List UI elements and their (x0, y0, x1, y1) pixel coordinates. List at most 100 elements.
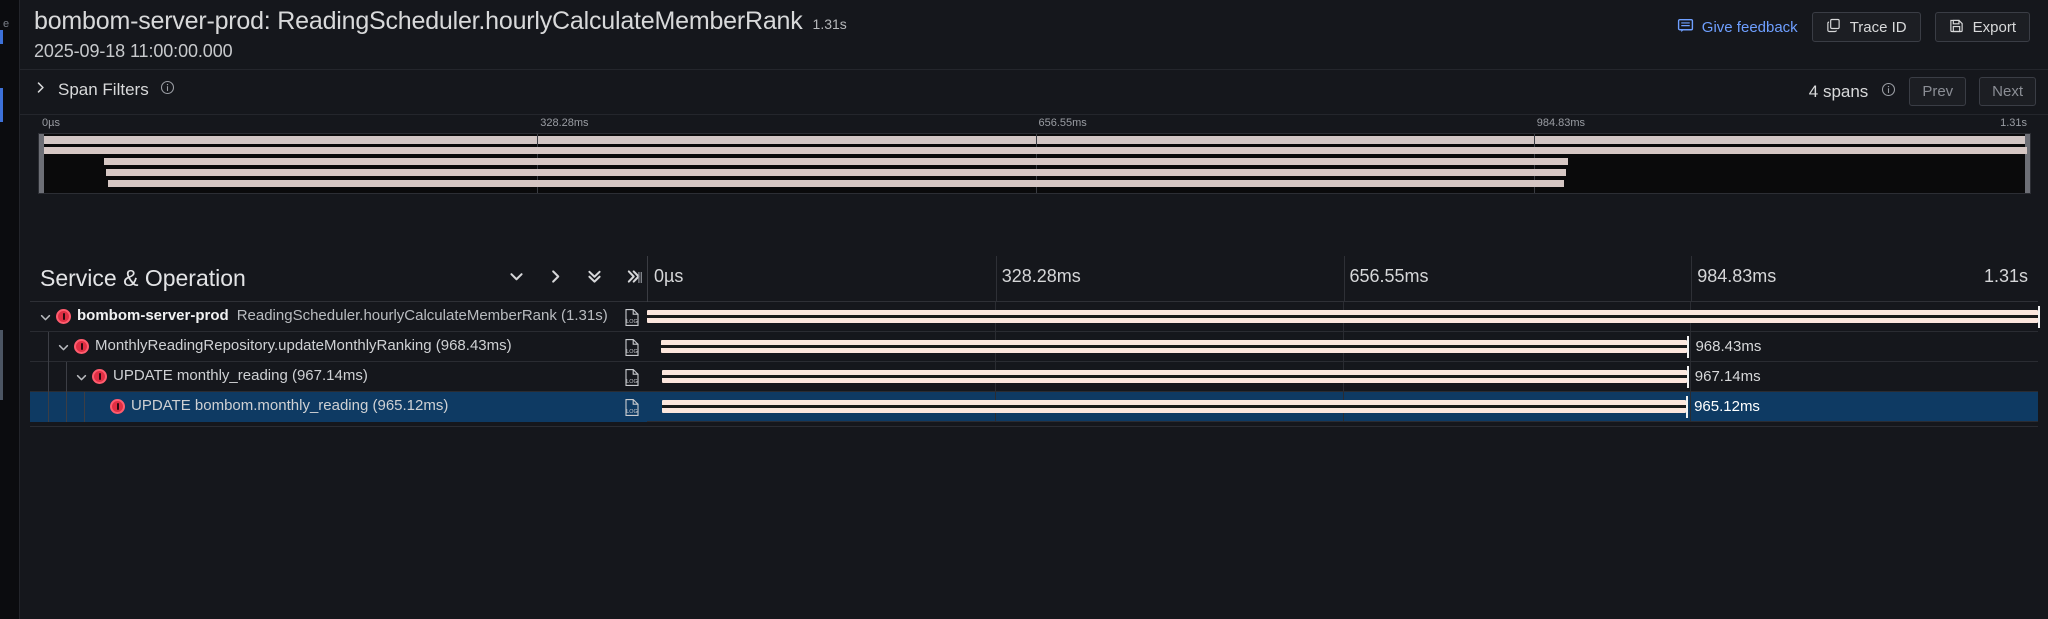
span-row[interactable]: MonthlyReadingRepository.updateMonthlyRa… (30, 332, 2038, 362)
minimap-span-bar (104, 158, 1568, 165)
span-row-timeline-cell[interactable]: 968.43ms (647, 332, 2038, 362)
chevron-down-icon[interactable] (56, 340, 70, 354)
info-circle-icon[interactable] (160, 80, 175, 100)
span-row-label-cell[interactable]: UPDATE bombom.monthly_reading (965.12ms)… (30, 392, 647, 422)
span-row-timeline-cell[interactable] (647, 302, 2040, 332)
span-duration-bar[interactable] (660, 340, 1688, 353)
timeline-tick-0: 0µs (654, 266, 684, 286)
minimap-drag-handle-left[interactable] (39, 134, 44, 193)
span-bar-end-tick (1687, 336, 1690, 358)
depth-guide-line (48, 362, 49, 392)
span-filters-label: Span Filters (58, 80, 149, 99)
timeline-gridline (1691, 256, 1693, 302)
timeline-tick-2: 656.55ms (1349, 266, 1429, 286)
span-filters-toggle[interactable]: Span Filters (34, 80, 175, 100)
log-file-icon[interactable]: LOG (623, 308, 641, 327)
span-row[interactable]: UPDATE monthly_reading (967.14ms) LOG 967.… (30, 362, 2038, 392)
minimap-viewport-strip[interactable] (44, 136, 2025, 144)
span-operation-name: UPDATE monthly_reading (967.14ms) (113, 367, 368, 384)
depth-guide-line (66, 392, 67, 422)
minimap-span-bar (44, 147, 2027, 154)
timeline-gridline (1690, 332, 1692, 362)
trace-id-button[interactable]: Trace ID (1811, 12, 1921, 42)
depth-guide-line (84, 392, 85, 422)
span-operation-name: MonthlyReadingRepository.updateMonthlyRa… (95, 337, 512, 354)
error-circle-icon (56, 309, 71, 324)
export-button[interactable]: Export (1934, 12, 2030, 42)
minimap-tick-2: 656.55ms (1038, 117, 1087, 129)
timeline-tick-4: 1.31s (1983, 266, 2028, 286)
comment-icon (1677, 17, 1694, 38)
double-chevron-right-icon[interactable] (625, 268, 642, 285)
span-bar-inner-line (647, 315, 2038, 318)
chevron-down-icon[interactable] (508, 268, 525, 285)
span-row-timeline-cell[interactable]: 965.12ms (647, 392, 2038, 422)
error-circle-icon (92, 369, 107, 384)
next-span-button[interactable]: Next (1979, 77, 2036, 106)
copy-icon (1826, 18, 1841, 37)
timeline-gridline (1343, 256, 1345, 302)
timeline-tick-1: 328.28ms (1001, 266, 1081, 286)
chevron-down-icon[interactable] (74, 370, 88, 384)
span-row-label: UPDATE monthly_reading (967.14ms) (113, 367, 368, 384)
span-duration-bar[interactable] (661, 370, 1687, 383)
span-operation-name: UPDATE bombom.monthly_reading (965.12ms) (131, 397, 449, 414)
export-label: Export (1972, 18, 2016, 36)
error-circle-icon (74, 339, 89, 354)
minimap-canvas[interactable] (38, 133, 2031, 194)
log-file-icon[interactable]: LOG (623, 338, 641, 357)
log-file-icon[interactable]: LOG (623, 368, 641, 387)
info-circle-icon[interactable] (1881, 82, 1896, 102)
double-chevron-down-icon[interactable] (586, 268, 603, 285)
minimap-tick-0: 0µs (42, 117, 60, 129)
span-bar-end-tick (1686, 366, 1689, 388)
span-bar-inner-line (661, 375, 1687, 378)
trace-timestamp: 2025-09-18 11:00:00.000 (34, 41, 233, 61)
prev-span-button[interactable]: Prev (1909, 77, 1967, 106)
depth-guide-line (66, 362, 67, 392)
spans-count-label: 4 spans (1808, 81, 1869, 101)
depth-guide-line (48, 392, 49, 422)
span-duration-bar[interactable] (647, 310, 2038, 323)
span-row-timeline-cell[interactable]: 967.14ms (647, 362, 2038, 392)
rail-indicator-top (0, 30, 3, 44)
rail-scrollbar[interactable] (0, 330, 3, 400)
svg-text:LOG: LOG (626, 349, 637, 355)
span-row[interactable]: UPDATE bombom.monthly_reading (965.12ms)… (30, 392, 2038, 422)
span-bar-end-tick (2038, 306, 2040, 328)
error-circle-icon (110, 399, 125, 414)
span-row-label-cell[interactable]: UPDATE monthly_reading (967.14ms) LOG (30, 362, 647, 392)
chevron-down-icon[interactable] (38, 310, 52, 324)
trace-header: bombom-server-prod: ReadingScheduler.hou… (20, 0, 2048, 70)
log-file-icon[interactable]: LOG (623, 398, 641, 417)
minimap-drag-handle-right[interactable] (2025, 134, 2030, 193)
rail-indicator-mid (0, 88, 3, 122)
timeline-gridline (1690, 362, 1692, 392)
span-duration-label: 965.12ms (1694, 398, 1760, 415)
chevron-right-icon[interactable] (547, 268, 564, 285)
svg-text:LOG: LOG (626, 409, 637, 415)
minimap-span-bar (108, 180, 1564, 187)
span-navigation-controls: 4 spans Prev Next (1809, 77, 2036, 106)
trace-id-label: Trace ID (1849, 18, 1907, 36)
span-table-header: Service & Operation ‖ 0µs 328.28ms 656.55m… (30, 256, 2038, 302)
span-bar-inner-line (660, 345, 1688, 348)
span-duration-bar[interactable] (662, 400, 1687, 413)
span-row-label-cell[interactable]: MonthlyReadingRepository.updateMonthlyRa… (30, 332, 647, 362)
timeline-header: 0µs 328.28ms 656.55ms 984.83ms 1.31s (647, 256, 2038, 302)
span-filters-bar: Span Filters 4 spans Prev Next (20, 70, 2048, 115)
span-duration-label: 968.43ms (1695, 338, 1762, 355)
depth-guide-line (48, 332, 49, 362)
give-feedback-link[interactable]: Give feedback (1677, 17, 1798, 38)
service-operation-column-title: Service & Operation (40, 265, 246, 291)
timeline-tick-3: 984.83ms (1697, 266, 1777, 286)
rows-bottom-divider (30, 426, 2038, 427)
column-resize-handle-icon[interactable]: ‖ (637, 270, 643, 287)
minimap-tick-1: 328.28ms (540, 117, 589, 129)
chevron-right-icon (34, 81, 47, 99)
